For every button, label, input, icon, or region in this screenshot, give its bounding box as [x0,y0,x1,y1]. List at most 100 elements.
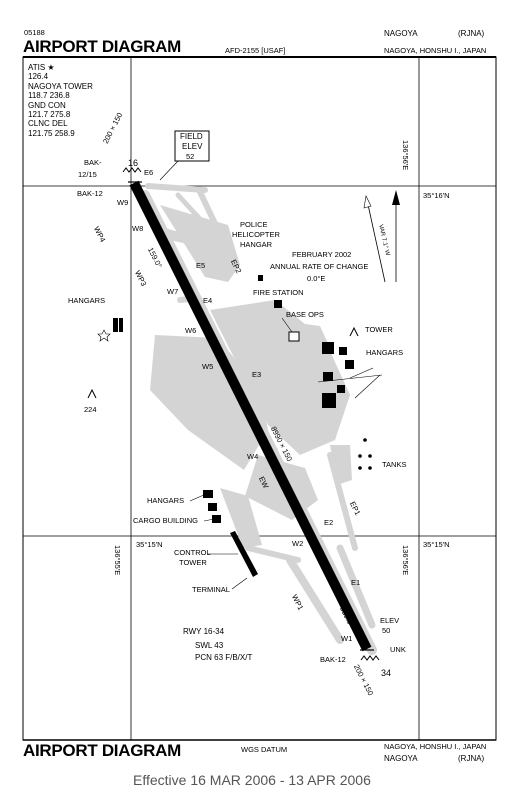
taxiway-label: W1 [341,634,353,643]
fire-station-bldg [274,300,282,308]
overrun-south [360,655,380,661]
hangars-lower-label: HANGARS [147,496,185,505]
lon-bottom-left-label: 136°55′E [113,545,122,576]
taxiway-label: E3 [252,370,262,379]
footer-airport: NAGOYA [384,754,418,763]
tanks-label: TANKS [382,460,407,469]
hangars-left-label: HANGARS [68,296,106,305]
taxiway-label: E1 [351,578,361,587]
field-elev-label-1: FIELD [180,132,203,141]
taxiway-spur [175,192,213,233]
overrun-north [122,167,142,173]
field-elev-box [174,130,210,162]
bak-north-label-2: BAK-12 [77,189,103,198]
runway-end-16: 16 [128,158,139,168]
control-tower-label-1: CONTROL [174,548,211,557]
taxiway-label: W8 [132,224,144,233]
runway-info-2: SWL 43 [195,641,224,650]
variation-label-2: ANNUAL RATE OF CHANGE [270,262,369,271]
tank [363,438,367,442]
police-label-2: HELICOPTER [232,230,280,239]
base-ops-label: BASE OPS [286,310,324,319]
label-leaders [189,317,383,590]
variation-label-1: FEBRUARY 2002 [292,250,352,259]
police-label-3: HANGAR [240,240,273,249]
frequency-list: ATIS ★ 126.4 NAGOYA TOWER 118.7 236.8 GN… [28,63,93,138]
hangars-lower-bldg [203,490,213,498]
lat-top-label: 35°16′N [423,191,450,200]
leader-hangars-right [354,374,381,399]
obstacle-height: 224 [84,405,97,414]
tower-label: TOWER [365,325,393,334]
unk-label: UNK [390,645,406,654]
taxiway-e6 [145,183,208,193]
apron-north [160,205,240,282]
tank [368,466,372,470]
taxiway-ep2 [197,189,233,258]
hangar-bldg [323,372,333,381]
elev-south-label: ELEV [380,616,400,625]
freq-line: 121.75 258.9 [28,128,75,138]
lat-bottom-left-label: 35°15′N [136,540,163,549]
tank [358,454,362,458]
leader-hangars-lower [189,493,207,502]
leader-base-ops [281,317,293,333]
doc-number: 05188 [24,28,45,37]
taxiway-label: W2 [292,539,304,548]
variation-label-3: 0.0°E [307,274,326,283]
police-hangar-bldg [258,275,263,281]
taxiway-label: E2 [324,518,334,527]
tank [368,454,372,458]
taxiway-w2 [245,545,301,563]
airport-name: NAGOYA [384,29,418,38]
taxiway-ep1 [327,452,358,551]
effective-dates: Effective 16 MAR 2006 - 13 APR 2006 [133,772,371,788]
leader-hangars-right [317,374,383,383]
hangars-right-label: HANGARS [366,348,404,357]
freq-line: CLNC DEL [28,119,68,129]
page-title: AIRPORT DIAGRAM [23,37,181,56]
magnetic-arrow-icon [363,195,372,209]
taxiway-label: W7 [167,287,179,296]
taxiway-label: W6 [185,326,197,335]
fire-station-label: FIRE STATION [253,288,304,297]
magnetic-north-line [366,199,386,283]
hangars-lower-bldg [208,503,217,511]
freq-line: GND CON [28,100,66,110]
buildings [113,275,372,577]
apron-cargo [220,488,262,548]
hangar-bldg [345,360,354,369]
freq-line: ATIS ★ [28,63,55,72]
taxiway-label: W4 [247,452,259,461]
leader-terminal [231,577,248,590]
bak-south-label: BAK-12 [320,655,346,664]
footer-datum: WGS DATUM [241,745,288,754]
field-elev-label-2: ELEV [182,142,203,151]
freq-line: 118.7 236.8 [28,91,70,101]
tower-symbol [349,326,359,337]
apron-base-ops [275,320,332,360]
taxiway-e1 [336,544,376,629]
freq-line: NAGOYA TOWER [28,81,93,91]
airport-location: NAGOYA, HONSHU I., JAPAN [384,46,487,55]
tank [358,466,362,470]
base-ops-bldg [288,331,300,342]
footer-ident: (RJNA) [458,754,485,763]
police-label-1: POLICE [240,220,268,229]
leader-hangars-right [349,367,374,379]
beacon-star-icon [97,329,111,342]
north-arrow-icon [392,190,400,205]
field-elev-leader [159,160,179,181]
runway-16-34 [129,180,372,652]
runway-info-1: RWY 16-34 [183,627,225,636]
airport-ident: (RJNA) [458,29,485,38]
hangar-bldg [337,385,345,393]
lat-bottom-right-label: 35°15′N [423,540,450,549]
hangar-bldg [322,393,336,408]
afd-reference: AFD-2155 [USAF] [225,46,286,55]
apron-wp4 [165,228,196,246]
cargo-building-label: CARGO BUILDING [133,516,199,525]
terminal-bldg [230,531,258,577]
elev-south-value: 50 [382,626,391,635]
